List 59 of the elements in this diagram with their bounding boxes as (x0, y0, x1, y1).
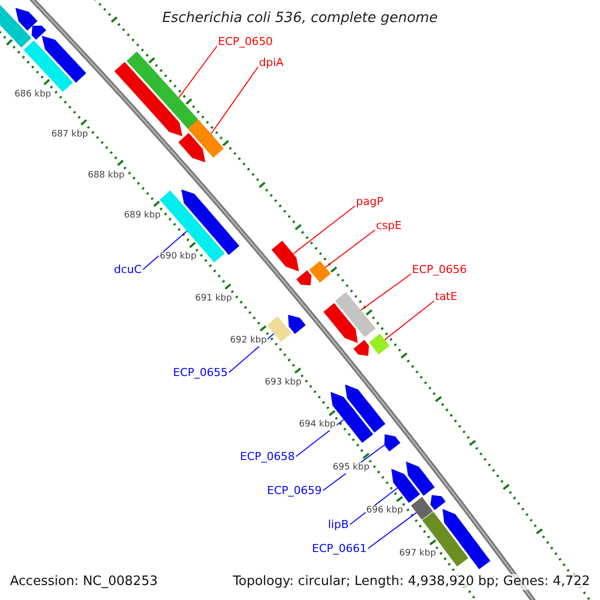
leader-line (324, 230, 376, 268)
leader-line (368, 512, 417, 549)
gene-label: tatE (435, 290, 458, 303)
leader-line (360, 274, 412, 311)
gene-feature (323, 303, 358, 343)
scale-label: 697 kbp (398, 548, 437, 560)
scale-label: 689 kbp (122, 210, 162, 222)
gene-label: ECP_0661 (312, 542, 367, 555)
gene-block (335, 292, 376, 338)
leader-line (292, 206, 356, 254)
gene-block (369, 334, 390, 354)
gene-feature (272, 240, 299, 272)
gene-feature (345, 384, 386, 433)
gene-feature (288, 314, 306, 334)
accession-text: Accession: NC_008253 (8, 574, 160, 590)
map-title: Escherichia coli 536, complete genome (161, 9, 439, 27)
gene-block (188, 119, 224, 158)
gene-feature (15, 8, 38, 31)
gene-feature (430, 495, 446, 510)
gene-label: ECP_0659 (267, 484, 322, 497)
scale-label: 695 kbp (332, 462, 370, 474)
leader-line (296, 419, 344, 457)
scale-label: 686 kbp (13, 90, 52, 100)
scale-label: 688 kbp (86, 170, 126, 182)
scale-label: 696 kbp (365, 505, 404, 516)
gene-feature (42, 36, 86, 83)
gene-label: cspE (376, 219, 402, 232)
gene-label: ECP_0658 (240, 450, 295, 463)
gene-label: dcuC (114, 263, 142, 276)
scale-label: 691 kbp (194, 293, 233, 304)
gene-block (309, 260, 331, 283)
gene-block (410, 497, 433, 520)
scale-label: 692 kbp (229, 335, 268, 346)
leader-line (142, 230, 188, 270)
leader-line (178, 46, 218, 98)
gene-feature (384, 434, 400, 452)
gene-block (160, 190, 225, 262)
gene-label: ECP_0655 (173, 366, 228, 379)
gene-label: dpiA (259, 56, 284, 69)
gene-label: ECP_0650 (218, 35, 273, 48)
gene-block (266, 316, 292, 342)
gene-feature (296, 270, 312, 286)
gene-feature (114, 62, 182, 136)
gene-feature (178, 132, 206, 162)
gene-feature (442, 508, 490, 570)
gene-label: lipB (328, 518, 349, 531)
leader-line (210, 66, 258, 134)
scale-label: 690 kbp (158, 252, 198, 263)
scale-label: 687 kbp (50, 130, 90, 141)
gene-feature (406, 462, 435, 496)
scale-label: 694 kbp (298, 420, 337, 430)
gene-feature (32, 26, 46, 40)
genome-info-text: Topology: circular; Length: 4,938,920 bp; Genes: 4,722 (230, 574, 592, 590)
gene-label: ECP_0656 (412, 263, 467, 276)
gene-block (422, 512, 468, 566)
scale-label: 693 kbp (264, 377, 302, 388)
gene-feature (391, 468, 420, 503)
gene-label: pagP (356, 195, 384, 208)
gene-feature (353, 340, 369, 356)
